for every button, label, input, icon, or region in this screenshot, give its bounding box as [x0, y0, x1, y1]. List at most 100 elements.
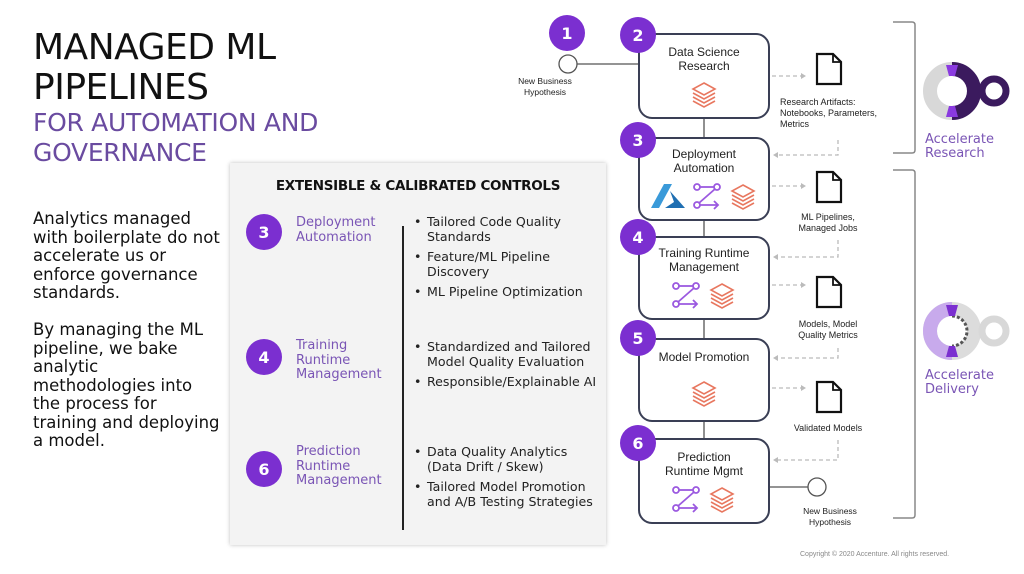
label-line: Delivery [925, 382, 979, 397]
pipeline-icon [672, 282, 700, 309]
stage-badge-2: 2 [620, 17, 656, 53]
label-line: Deployment [296, 215, 376, 230]
stage-deployment-automation[interactable]: Deployment Automation [638, 137, 770, 221]
control-bullets-prediction: Data Quality Analytics (Data Drift / Ske… [412, 444, 602, 515]
label-line: Validated Models [793, 423, 863, 433]
label-line: Research Artifacts: [780, 97, 856, 107]
arrowhead [773, 254, 778, 260]
arrowhead [773, 457, 778, 463]
stage-training-runtime-management[interactable]: Training Runtime Management [638, 236, 770, 320]
document-icon [815, 52, 843, 86]
document-icon [815, 380, 843, 414]
stage-icons [640, 79, 768, 109]
end-label: New Business Hypothesis [790, 506, 870, 527]
title-line-2: PIPELINES [33, 67, 209, 108]
outcome-label-delivery: Accelerate Delivery [925, 369, 994, 397]
artifact-label-models: Models, Model Quality Metrics [780, 319, 876, 341]
controls-panel: EXTENSIBLE & CALIBRATED CONTROLS 3 Deplo… [230, 163, 606, 545]
start-label: New Business Hypothesis [508, 76, 582, 97]
stage-title: Prediction Runtime Mgmt [640, 450, 768, 478]
artifact-label-research: Research Artifacts: Notebooks, Parameter… [780, 97, 900, 130]
accelerate-delivery-icon [923, 302, 1010, 360]
label-line: Hypothesis [808, 516, 852, 527]
document-icon [815, 170, 843, 204]
stage-title: Training Runtime Management [640, 246, 768, 274]
title-line: Deployment [671, 147, 737, 161]
subtitle-line-2: GOVERNANCE [33, 138, 207, 167]
controls-divider [402, 226, 404, 530]
delivery-bracket [893, 169, 916, 519]
label-line: New Business [803, 506, 857, 516]
databricks-icon [691, 82, 717, 108]
label-line: Research [925, 146, 985, 161]
intro-paragraph-2: By managing the ML pipeline, we bake ana… [33, 320, 220, 450]
end-circle [807, 477, 827, 497]
stage-title: Data Science Research [640, 45, 768, 73]
arrowhead [801, 385, 806, 391]
stage-prediction-runtime-mgmt[interactable]: Prediction Runtime Mgmt [638, 438, 770, 524]
artifact-label-pipelines: ML Pipelines, Managed Jobs [780, 212, 876, 234]
start-circle [558, 54, 578, 74]
stage-icons [640, 280, 768, 310]
stage-data-science-research[interactable]: Data Science Research [638, 33, 770, 119]
databricks-icon [730, 184, 756, 210]
label-line: Hypothesis [523, 86, 567, 97]
control-bullets-training: Standardized and Tailored Model Quality … [412, 339, 602, 396]
databricks-icon [691, 381, 717, 407]
control-badge-3: 3 [246, 214, 282, 250]
stage-badge-3: 3 [620, 122, 656, 158]
intro-paragraph-1: Analytics managed with boilerplate do no… [33, 209, 220, 302]
controls-heading: EXTENSIBLE & CALIBRATED CONTROLS [275, 178, 561, 194]
subtitle-line-1: FOR AUTOMATION AND [33, 108, 319, 137]
pipeline-icon [693, 183, 721, 210]
control-label-training: Training Runtime Management [296, 338, 382, 383]
dashed-arrow-return [776, 440, 839, 461]
bullet-item: Tailored Code Quality Standards [412, 214, 602, 244]
artifact-label-validated: Validated Models [776, 423, 880, 434]
title-line: Training Runtime [658, 246, 750, 260]
label-line: Managed Jobs [798, 223, 858, 233]
stage-icons [640, 181, 768, 211]
title-line-1: MANAGED ML [33, 27, 276, 68]
title-line: Prediction [677, 450, 731, 464]
pipeline-icon [672, 486, 700, 513]
label-line: New Business [518, 76, 572, 86]
arrowhead [801, 73, 806, 79]
title-line: Research [678, 59, 730, 73]
label-line: Models, Model [798, 319, 858, 329]
bullet-item: Feature/ML Pipeline Discovery [412, 249, 602, 279]
label-line: Runtime [296, 458, 351, 474]
bullet-item: Standardized and Tailored Model Quality … [412, 339, 602, 369]
title-line: Runtime Mgmt [664, 464, 744, 478]
label-line: Automation [296, 229, 372, 245]
bullet-item: ML Pipeline Optimization [412, 284, 602, 300]
label-line: Runtime [296, 352, 351, 368]
stage-icons [640, 378, 768, 408]
stage-title: Model Promotion [640, 350, 768, 364]
label-line: Management [296, 367, 382, 382]
control-label-deployment: Deployment Automation [296, 215, 376, 245]
arrowhead [773, 355, 778, 361]
label-line: Management [296, 473, 382, 488]
document-icon [815, 275, 843, 309]
accelerate-research-icon [923, 62, 1010, 120]
stage-badge-4: 4 [620, 219, 656, 255]
label-line: Quality Metrics [798, 330, 858, 340]
dashed-arrow-return [776, 140, 839, 156]
title-line: Model Promotion [658, 350, 750, 364]
stage-model-promotion[interactable]: Model Promotion [638, 338, 770, 422]
control-label-prediction: Prediction Runtime Management [296, 444, 382, 489]
title-line: Data Science [668, 45, 740, 59]
title-line: Management [668, 260, 740, 274]
label-line: Accelerate [925, 368, 994, 383]
databricks-icon [709, 283, 735, 309]
research-bracket [893, 21, 916, 154]
copyright-notice: Copyright © 2020 Accenture. All rights r… [800, 551, 950, 558]
bullet-item: Data Quality Analytics (Data Drift / Ske… [412, 444, 602, 474]
page-title: MANAGED ML PIPELINES [33, 28, 276, 108]
stage-title: Deployment Automation [640, 147, 768, 175]
bullet-item: Responsible/Explainable AI [412, 374, 602, 390]
stage-icons [640, 484, 768, 514]
outcome-label-research: Accelerate Research [925, 133, 994, 161]
